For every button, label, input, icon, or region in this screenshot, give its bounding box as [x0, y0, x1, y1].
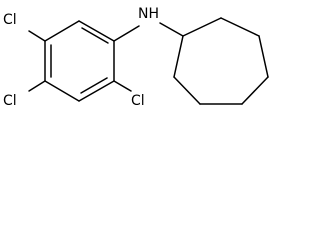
ring-bond — [173, 35, 184, 78]
chlorine-top-label: Cl — [3, 12, 17, 28]
cl-bottom-bond — [113, 80, 132, 92]
cycloheptane-ring — [173, 17, 269, 105]
ring-bond — [44, 80, 80, 102]
n-cycloheptyl-bond — [159, 22, 184, 37]
cl-left-bond — [28, 80, 46, 92]
ring-bond — [220, 17, 260, 37]
ring-bond — [78, 20, 115, 42]
nh-label: NH — [138, 6, 159, 22]
ring-double-bond — [80, 77, 108, 94]
ring-bond — [182, 17, 222, 37]
chlorine-left-label: Cl — [3, 93, 17, 109]
n-aryl-bond — [113, 25, 140, 42]
benzene-ring — [44, 20, 115, 102]
ring-bond — [258, 35, 269, 78]
cl-top-bond — [28, 30, 46, 42]
ring-double-bond — [81, 27, 109, 44]
chlorine-bottom-label: Cl — [131, 93, 145, 109]
ring-bond — [241, 76, 269, 105]
ring-bond — [78, 80, 115, 102]
ring-bond — [173, 76, 201, 105]
ring-bond — [44, 20, 80, 42]
molecule-structure: Cl Cl Cl NH — [3, 6, 269, 109]
